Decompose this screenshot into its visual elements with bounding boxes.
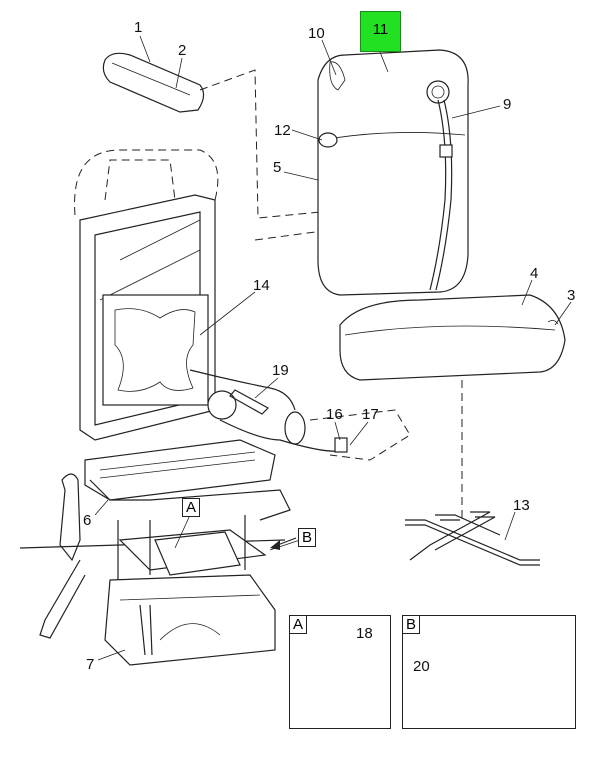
callout-13[interactable]: 13 (513, 497, 530, 514)
suspension-base (19, 515, 286, 666)
seat-back-cushion (317, 49, 469, 296)
view-a-tag: A (182, 498, 201, 517)
callout-9[interactable]: 9 (503, 96, 512, 113)
lever-arm (39, 559, 86, 639)
callout-10[interactable]: 10 (308, 25, 325, 42)
callout-12[interactable]: 12 (274, 122, 291, 139)
callout-19[interactable]: 19 (272, 362, 289, 379)
callout-17[interactable]: 17 (362, 406, 379, 423)
callout-18[interactable]: 18 (356, 625, 373, 642)
callout-3[interactable]: 3 (567, 287, 576, 304)
lever (59, 473, 81, 562)
wire-harness (189, 369, 411, 461)
inset-a-tag: A (289, 615, 308, 634)
callout-11-highlighted[interactable]: 11 (360, 11, 401, 52)
seat-straps (405, 511, 540, 566)
inset-b-tag: B (402, 615, 421, 634)
inset-b-box (402, 615, 576, 729)
callout-20[interactable]: 20 (413, 658, 430, 675)
callout-5[interactable]: 5 (273, 159, 282, 176)
callout-leaders (94, 35, 572, 661)
inset-a-box (289, 615, 391, 729)
callout-16[interactable]: 16 (326, 406, 343, 423)
callout-6[interactable]: 6 (83, 512, 92, 529)
armrest (102, 52, 205, 113)
view-b-tag: B (298, 528, 317, 547)
seat-frame (74, 149, 291, 521)
callout-2[interactable]: 2 (178, 42, 187, 59)
callout-4[interactable]: 4 (530, 265, 539, 282)
callout-14[interactable]: 14 (253, 277, 270, 294)
seat-cushion (339, 294, 566, 381)
callout-7[interactable]: 7 (86, 656, 95, 673)
callout-1[interactable]: 1 (134, 19, 143, 36)
